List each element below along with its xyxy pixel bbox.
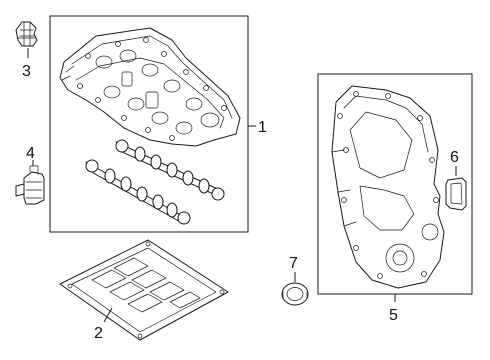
part-timing-cover xyxy=(331,85,445,289)
part-oil-pan-gasket xyxy=(59,239,229,341)
callout-4: 4 xyxy=(26,145,35,162)
part-camshaft-upper xyxy=(115,139,225,201)
callout-5: 5 xyxy=(389,307,398,324)
box-cylinder-head xyxy=(49,15,249,233)
part-sensor xyxy=(15,165,45,205)
callout-7: 7 xyxy=(289,255,298,272)
part-gasket xyxy=(445,177,467,211)
part-camshaft-lower xyxy=(85,159,191,225)
callout-2: 2 xyxy=(94,325,103,342)
callout-1: 1 xyxy=(258,119,267,136)
callout-3: 3 xyxy=(22,63,31,80)
callout-6: 6 xyxy=(450,149,459,166)
leader-2 xyxy=(103,307,113,323)
part-oil-filler-cap xyxy=(15,21,38,47)
part-seal xyxy=(281,282,309,306)
part-cylinder-head xyxy=(59,27,241,147)
